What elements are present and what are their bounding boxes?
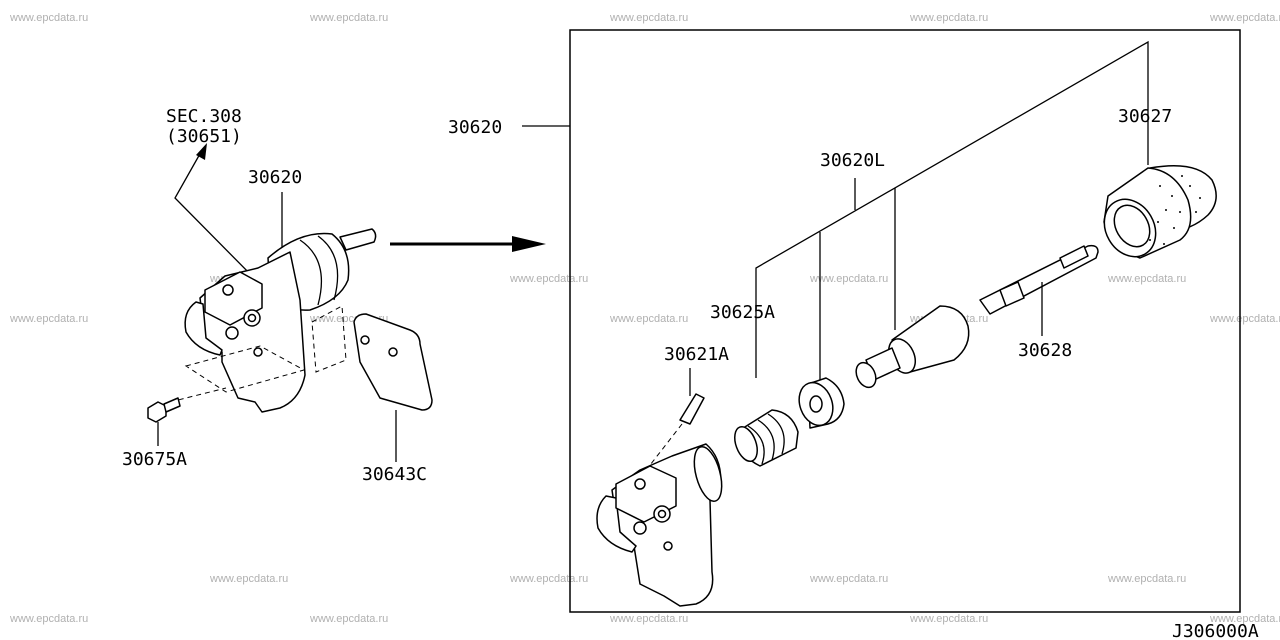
- label-push-rod: 30628: [1018, 340, 1072, 361]
- watermark: www.epcdata.ru: [1209, 613, 1280, 625]
- left-mount-hole: [253, 347, 263, 357]
- watermark: www.epcdata.ru: [909, 613, 988, 625]
- push-rod-collar: [1059, 245, 1089, 269]
- dust-cover-inner: [1113, 204, 1151, 248]
- label-sec-ref-part: (30651): [166, 126, 242, 147]
- watermark: www.epcdata.ru: [609, 313, 688, 325]
- push-rod: 30628: [979, 244, 1099, 361]
- label-kit: 30620L: [820, 150, 885, 171]
- bolt-head: [147, 401, 167, 423]
- watermark: www.epcdata.ru: [309, 613, 388, 625]
- watermark: www.epcdata.ru: [9, 313, 88, 325]
- piston-tip: [855, 361, 877, 389]
- cylinder-bore: [693, 446, 723, 502]
- shim-ghost-dashed: [311, 305, 347, 373]
- sec-ref-leader: [174, 151, 259, 283]
- dust-cover: [1103, 165, 1217, 259]
- watermark: www.epcdata.ru: [1209, 12, 1280, 24]
- sec-ref-arrowhead: [196, 143, 207, 160]
- shim-plate: [353, 313, 433, 411]
- kit-bracket: 30620L 30627 30625A: [710, 40, 1172, 385]
- arrow-head: [512, 236, 546, 252]
- watermark: www.epcdata.ru: [909, 12, 988, 24]
- label-assy-right: 30620: [448, 117, 502, 138]
- kit-bracket-outer: [755, 40, 1149, 378]
- exploded-view-frame: [569, 29, 1241, 613]
- exploded-view-arrow: [390, 236, 546, 252]
- cylinder-mount-hole: [633, 521, 647, 535]
- left-assembly: SEC.308 (30651) 30620 30643C: [122, 106, 433, 485]
- seal-hole: [809, 395, 823, 413]
- cylinder-nipple-hole: [657, 509, 667, 519]
- shim-hole: [360, 335, 370, 345]
- boot-fold: [747, 425, 765, 465]
- cylinder-bleeder-port: [634, 478, 646, 490]
- watermark: www.epcdata.ru: [9, 613, 88, 625]
- boot-fold: [757, 419, 775, 461]
- watermark: www.epcdata.ru: [209, 573, 288, 585]
- bolt-shank: [163, 397, 181, 413]
- watermark: www.epcdata.ru: [1107, 273, 1186, 285]
- watermark: www.epcdata.ru: [309, 12, 388, 24]
- label-bolt: 30675A: [122, 449, 187, 470]
- label-shim: 30643C: [362, 464, 427, 485]
- watermark: www.epcdata.ru: [809, 273, 888, 285]
- left-body-flange: [184, 301, 223, 356]
- shim-hole: [388, 347, 398, 357]
- push-rod-knurl: [999, 281, 1025, 307]
- cylinder-flange: [596, 495, 637, 553]
- left-mount-hole: [225, 326, 239, 340]
- boot: [734, 409, 799, 467]
- boot-fold: [767, 413, 785, 455]
- left-boot-rib: [317, 235, 339, 301]
- label-sec-ref: SEC.308: [166, 106, 242, 127]
- watermark: www.epcdata.ru: [1209, 313, 1280, 325]
- label-boot: 30625A: [710, 302, 775, 323]
- watermark: www.epcdata.ru: [809, 573, 888, 585]
- watermark: www.epcdata.ru: [609, 613, 688, 625]
- left-boot-rib: [299, 239, 322, 306]
- label-assy-left: 30620: [248, 167, 302, 188]
- cylinder-mount-hole: [663, 541, 673, 551]
- diagram-code: J306000A: [1172, 621, 1259, 640]
- left-push-rod: [339, 228, 377, 251]
- bleeder-screw: [679, 393, 705, 425]
- mount-plane-dashed: [184, 345, 306, 393]
- watermark: www.epcdata.ru: [9, 12, 88, 24]
- watermark: www.epcdata.ru: [609, 12, 688, 24]
- watermark: www.epcdata.ru: [509, 273, 588, 285]
- cylinder-body: [596, 443, 723, 607]
- watermark: www.epcdata.ru: [1107, 573, 1186, 585]
- dust-cover-stipple: [1149, 175, 1201, 245]
- left-bleeder-nipple-hole: [247, 313, 257, 323]
- piston: [855, 305, 970, 389]
- left-bleeder-port: [222, 284, 234, 296]
- bolt-axis-dashed: [169, 387, 227, 403]
- boot-opening: [734, 425, 758, 463]
- label-cup: 30627: [1118, 106, 1172, 127]
- watermark: www.epcdata.ru: [509, 573, 588, 585]
- label-bleeder: 30621A: [664, 344, 729, 365]
- piston-seal: [798, 377, 845, 429]
